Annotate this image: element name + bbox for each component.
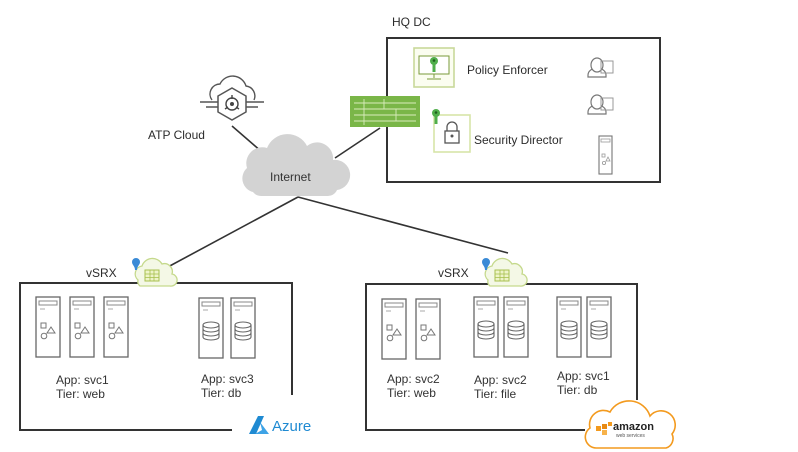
group-label: App: svc3 Tier: db: [201, 372, 254, 400]
azure-brand-label: Azure: [272, 418, 312, 435]
atp-cloud-label: ATP Cloud: [148, 128, 205, 142]
app-label: App: svc1: [56, 373, 109, 387]
internet-cloud-icon: [242, 134, 351, 197]
monitor-icon: [413, 47, 455, 88]
aws-site-box: [365, 283, 638, 431]
link-internet-aws: [297, 196, 509, 254]
link-atp-internet: [231, 125, 263, 153]
group-label: App: svc1 Tier: web: [56, 373, 109, 401]
group-label: App: svc1 Tier: db: [557, 369, 610, 397]
server-db-icon: [230, 297, 256, 359]
lock-icon: [432, 109, 471, 153]
azure-site-box: [19, 282, 293, 431]
aws-brand-label: amazon: [613, 421, 654, 433]
server-app-icon: [415, 298, 441, 360]
server-app-icon: [35, 296, 61, 358]
aws-brand-sub: web services: [616, 433, 645, 439]
hq-dc-title: HQ DC: [392, 15, 431, 29]
app-label: App: svc1: [557, 369, 610, 383]
server-app-icon: [103, 296, 129, 358]
link-firewall-internet: [334, 127, 381, 159]
internet-label: Internet: [270, 170, 311, 184]
tier-label: Tier: db: [201, 386, 242, 400]
biohazard-cloud-icon: [200, 75, 264, 121]
group-label: App: svc2 Tier: web: [387, 372, 440, 400]
tier-label: Tier: file: [474, 387, 517, 401]
group-label: App: svc2 Tier: file: [474, 373, 527, 401]
vsrx-firewall-icon: [481, 257, 528, 287]
security-director-label: Security Director: [474, 133, 563, 147]
azure-logo-icon: [249, 416, 269, 434]
server-db-icon: [556, 296, 582, 358]
firewall-icon: [350, 96, 420, 127]
app-label: App: svc3: [201, 372, 254, 386]
vsrx-label-aws: vSRX: [438, 266, 469, 280]
link-internet-azure: [165, 196, 299, 269]
tier-label: Tier: web: [56, 387, 105, 401]
policy-enforcer-label: Policy Enforcer: [467, 63, 548, 77]
tier-label: Tier: web: [387, 386, 436, 400]
app-label: App: svc2: [387, 372, 440, 386]
server-app-icon: [381, 298, 407, 360]
server-app-icon: [69, 296, 95, 358]
server-db-icon: [586, 296, 612, 358]
server-db-icon: [473, 296, 499, 358]
server-db-icon: [198, 297, 224, 359]
vsrx-label-azure: vSRX: [86, 266, 117, 280]
tier-label: Tier: db: [557, 383, 598, 397]
aws-logo-icon: [584, 400, 676, 449]
server-icon: [598, 135, 613, 175]
app-label: App: svc2: [474, 373, 527, 387]
vsrx-firewall-icon: [131, 257, 178, 287]
server-db-icon: [503, 296, 529, 358]
